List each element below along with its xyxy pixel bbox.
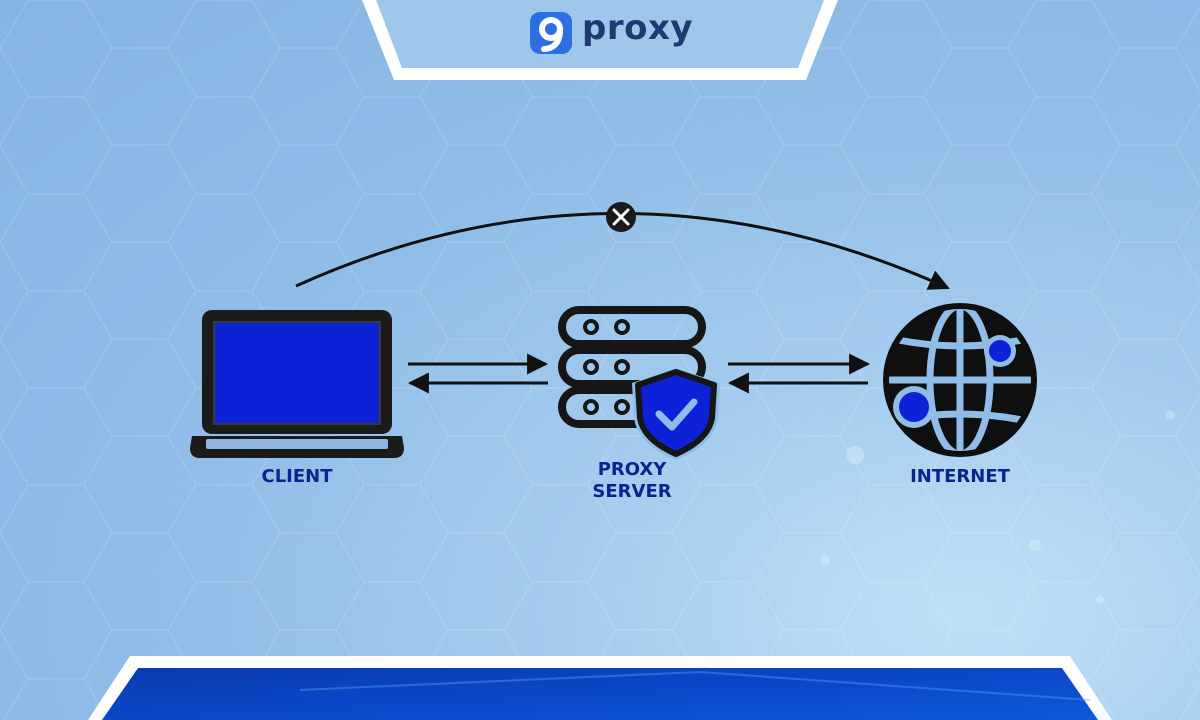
proxy-server-label-line1: PROXY bbox=[597, 459, 667, 480]
brand-name: proxy bbox=[582, 8, 694, 48]
header-tab bbox=[362, 0, 838, 80]
brand-logo-icon bbox=[530, 12, 572, 54]
globe-icon bbox=[883, 302, 1037, 458]
edge-proxy-internet bbox=[727, 353, 871, 394]
server-shield-icon bbox=[558, 306, 720, 460]
proxy-server-label: PROXY SERVER bbox=[562, 459, 702, 503]
footer-frame bbox=[88, 656, 1112, 720]
proxy-server-label-line2: SERVER bbox=[592, 481, 672, 502]
client-label: CLIENT bbox=[261, 466, 333, 487]
laptop-icon bbox=[190, 310, 404, 458]
blocked-x-icon bbox=[606, 202, 636, 232]
background-dots bbox=[820, 410, 1175, 604]
internet-label: INTERNET bbox=[910, 466, 1010, 487]
edge-client-proxy bbox=[407, 353, 549, 394]
